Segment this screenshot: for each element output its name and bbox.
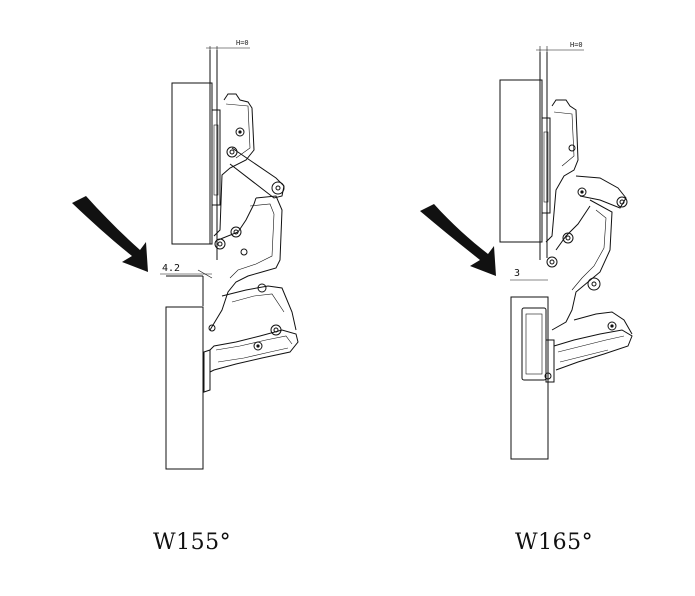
left-arrow-icon [72, 196, 148, 272]
left-gap-label: 4.2 [162, 263, 180, 274]
left-cabinet-panel [171, 82, 213, 245]
left-height-label: H=0 [236, 39, 249, 47]
left-caption: W155° [153, 530, 232, 555]
left-door-panel [165, 306, 204, 470]
right-cabinet-panel [499, 79, 543, 243]
right-arrow-icon [420, 204, 496, 276]
left-hinge-drawing: H=0 4.2 [72, 39, 299, 470]
right-gap-label: 3 [514, 268, 520, 279]
right-door-panel [510, 296, 549, 460]
right-height-label: H=0 [570, 41, 583, 49]
right-hinge-drawing: H=0 3 [420, 41, 633, 460]
right-caption: W165° [515, 530, 594, 555]
